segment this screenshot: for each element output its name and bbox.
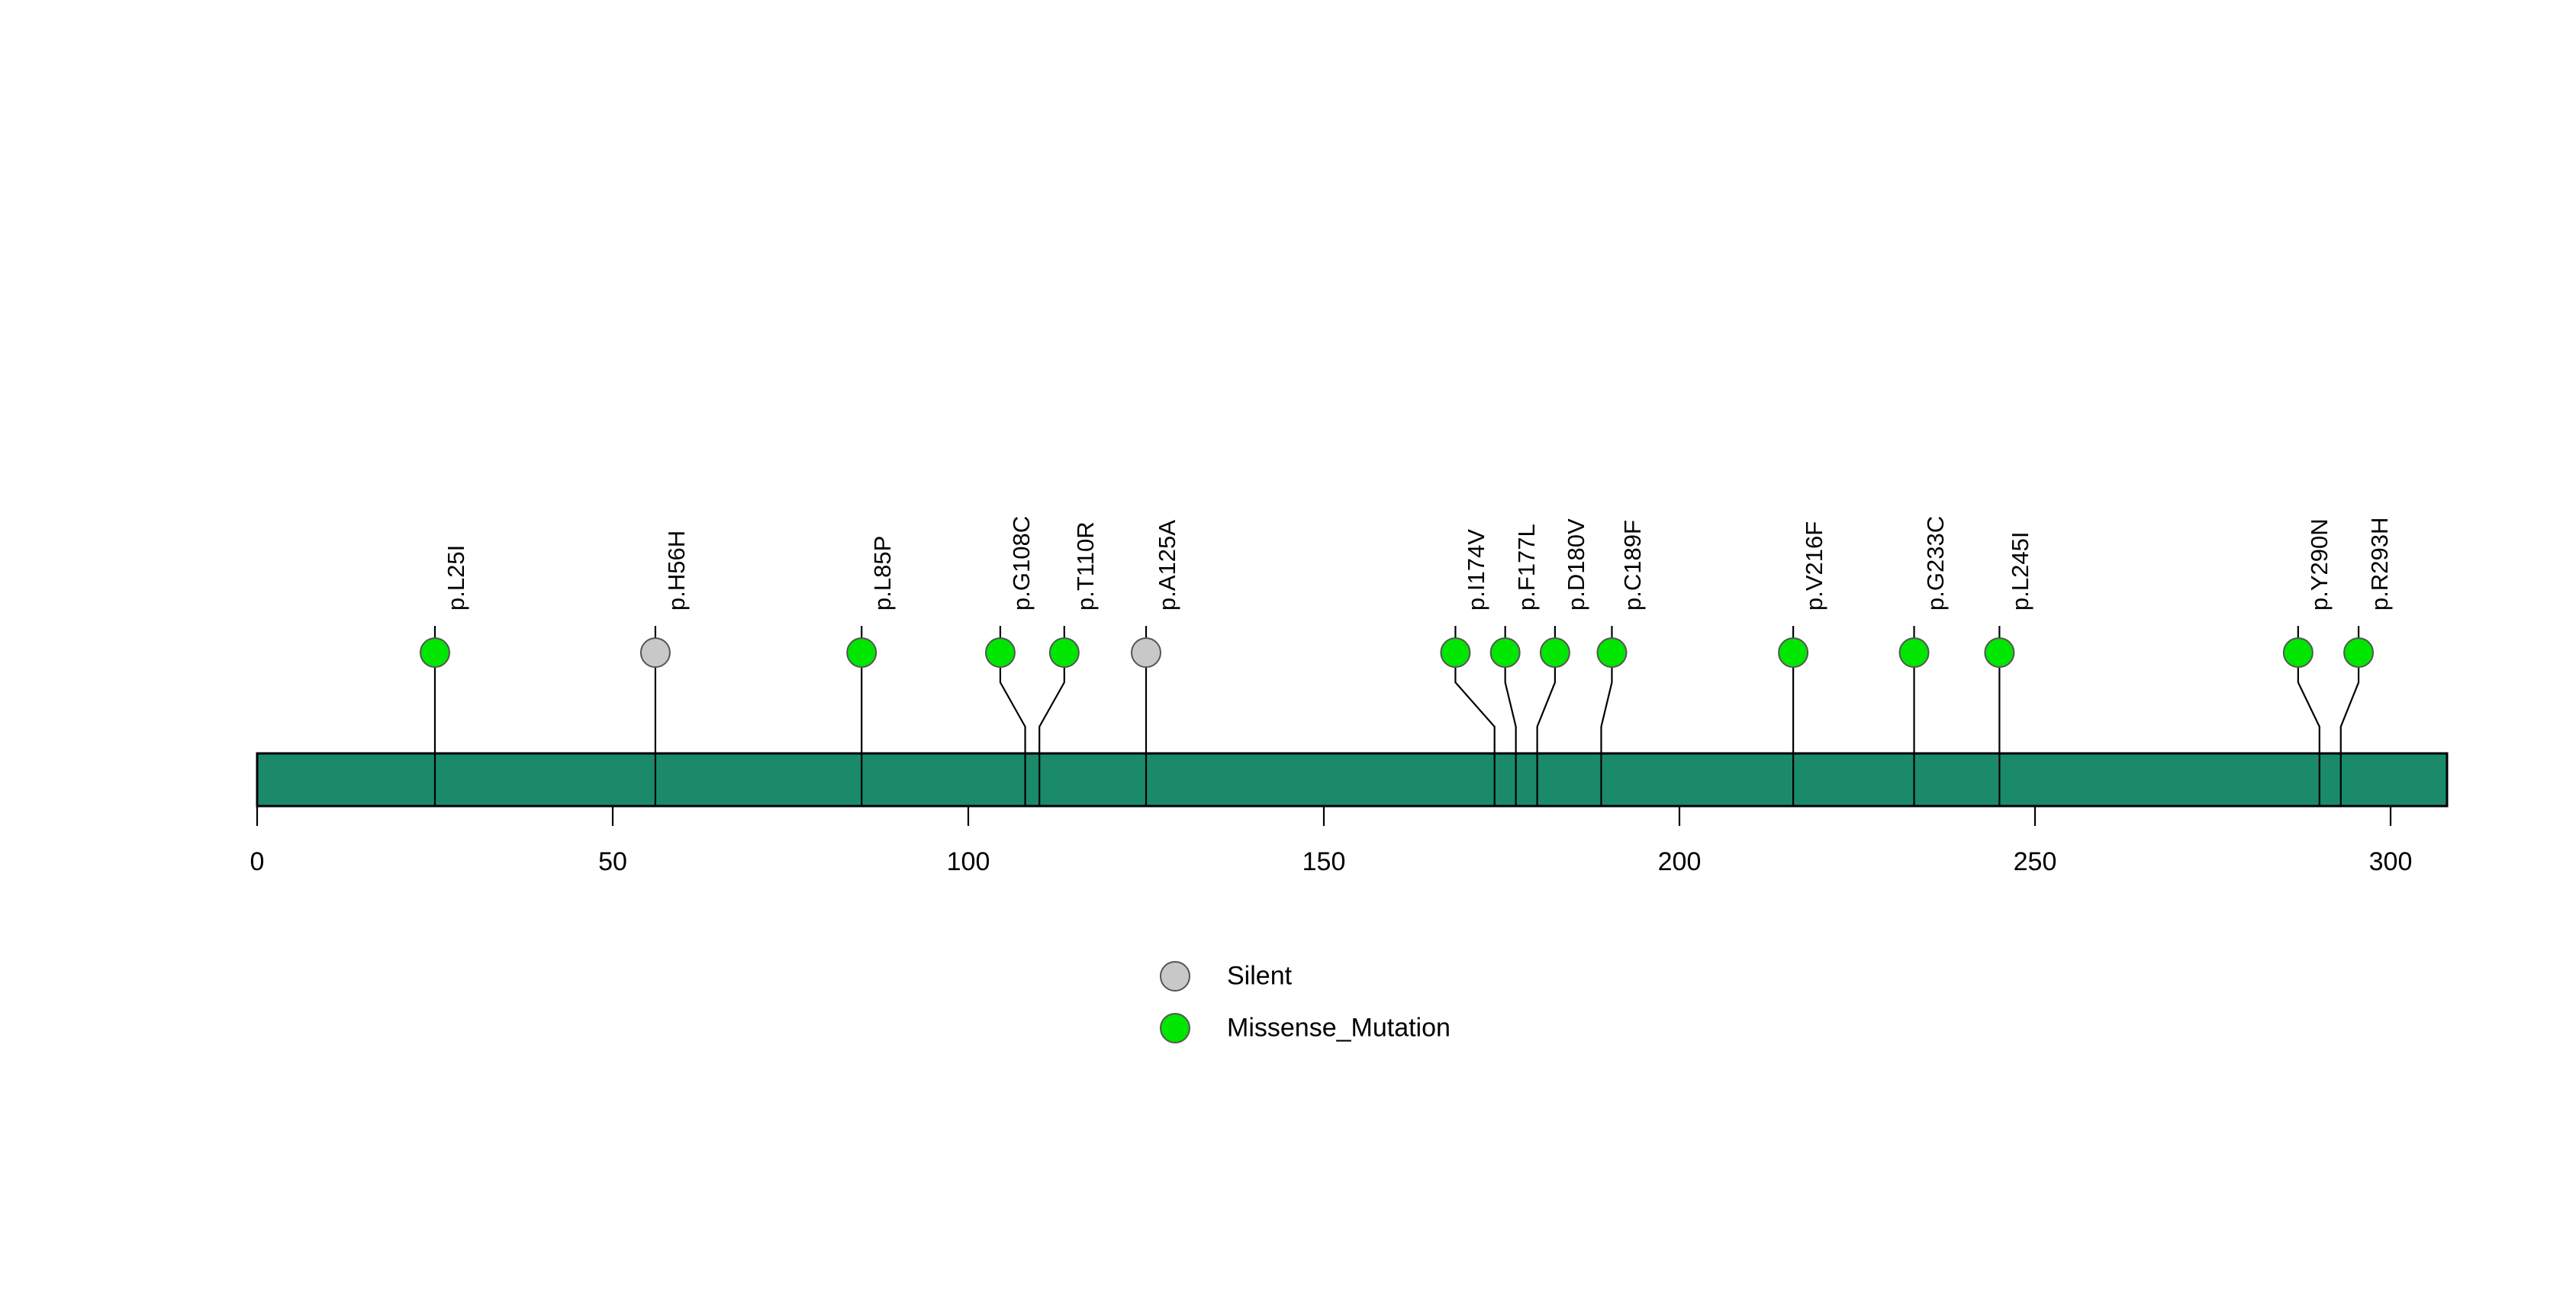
mutation-label: p.T110R bbox=[1071, 521, 1099, 611]
mutation-label: p.L245I bbox=[2007, 531, 2034, 611]
axis-tick-label: 150 bbox=[1302, 847, 1346, 876]
legend-marker[interactable] bbox=[1160, 961, 1190, 992]
lollipop-head[interactable] bbox=[1984, 637, 2015, 668]
mutation-label: p.Y290N bbox=[2305, 518, 2333, 611]
mutation-label: p.L25I bbox=[443, 544, 469, 611]
lollipop-head[interactable] bbox=[1539, 637, 1570, 668]
mutation-label: p.I174V bbox=[1463, 529, 1490, 611]
mutation-label: p.H56H bbox=[662, 530, 690, 611]
lollipop-head[interactable] bbox=[1131, 637, 1161, 668]
mutation-label: p.V216F bbox=[1801, 521, 1828, 611]
lollipop-head[interactable] bbox=[1898, 637, 1930, 668]
mutation-label: p.G108C bbox=[1007, 515, 1035, 611]
mutation-label: p.L85P bbox=[869, 535, 897, 611]
lollipop-head[interactable] bbox=[984, 637, 1016, 668]
lollipop-head[interactable] bbox=[2282, 637, 2314, 668]
legend-label: Silent bbox=[1227, 961, 1293, 991]
mutation-label: p.C189F bbox=[1619, 520, 1647, 611]
mutation-label: p.D180V bbox=[1562, 518, 1589, 611]
mutation-label: p.G233C bbox=[1921, 515, 1949, 611]
mutation-label: p.R293H bbox=[2366, 517, 2394, 611]
lollipop-head[interactable] bbox=[420, 637, 450, 668]
mutation-label: p.A125A bbox=[1154, 520, 1180, 611]
lollipop-head[interactable] bbox=[1489, 637, 1521, 668]
lollipop-head[interactable] bbox=[1048, 637, 1080, 668]
axis-tick-label: 0 bbox=[250, 847, 265, 876]
legend-label: Missense_Mutation bbox=[1227, 1013, 1451, 1043]
lollipop-head[interactable] bbox=[639, 637, 671, 668]
axis-tick-label: 300 bbox=[2368, 847, 2413, 876]
axis-tick-label: 100 bbox=[946, 847, 990, 876]
lollipop-head[interactable] bbox=[846, 637, 877, 668]
axis-tick-label: 50 bbox=[598, 847, 627, 876]
lollipop-head[interactable] bbox=[1440, 637, 1471, 668]
lollipop-head[interactable] bbox=[1596, 637, 1628, 668]
lollipop-head[interactable] bbox=[1778, 637, 1809, 668]
protein-domain-bar bbox=[256, 752, 2449, 808]
lollipop-head[interactable] bbox=[2343, 637, 2375, 668]
axis-tick-label: 250 bbox=[2013, 847, 2057, 876]
legend-marker[interactable] bbox=[1160, 1013, 1190, 1043]
mutation-label: p.F177L bbox=[1512, 524, 1540, 611]
axis-tick-label: 200 bbox=[1657, 847, 1702, 876]
